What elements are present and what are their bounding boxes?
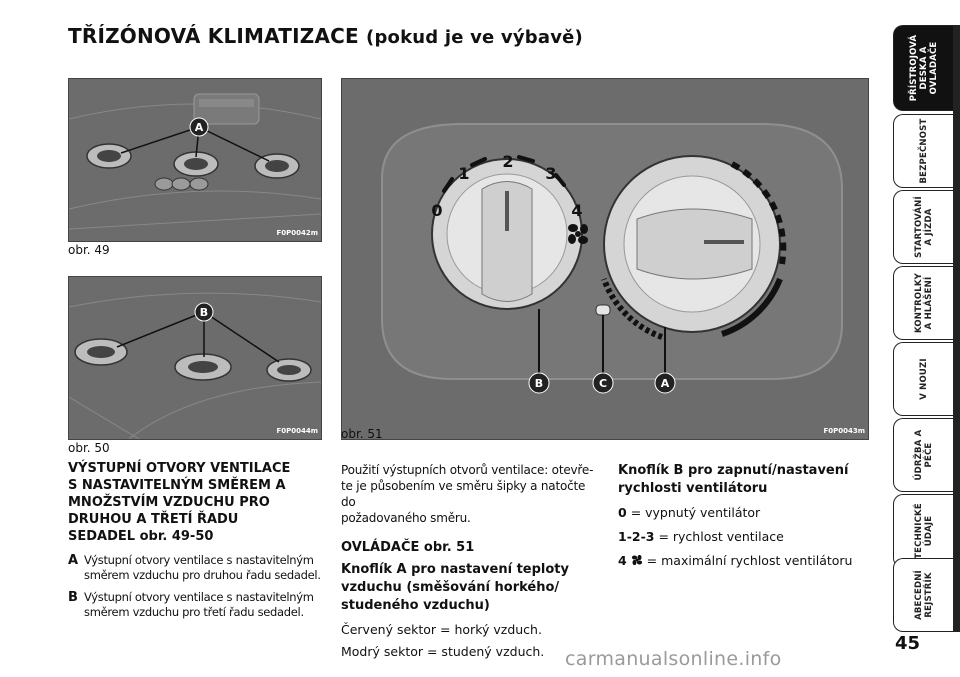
page-title: TŘÍZÓNOVÁ KLIMATIZACE (pokud je ve výbav… [68, 24, 583, 48]
page-title-main: TŘÍZÓNOVÁ KLIMATIZACE [68, 24, 359, 48]
knob-b-heading: rychlosti ventilátoru [618, 481, 768, 496]
page-title-suffix: (pokud je ve výbavě) [366, 27, 583, 48]
fig50-code: F0P0044m [276, 427, 318, 435]
fig49-marker: A [195, 121, 204, 134]
tab-udrzba[interactable]: ÚDRŽBA A PÉČE [893, 418, 953, 492]
fan-icon [568, 224, 588, 244]
list-item-a: A Výstupní otvory ventilace s nastaviteln… [68, 553, 330, 583]
tab-label: ÚDRŽBA A PÉČE [913, 429, 934, 481]
speed-key: 4 [618, 553, 627, 568]
speed-key: 0 [618, 505, 627, 520]
item-key: A [68, 553, 79, 568]
fig49-label: obr. 49 [68, 243, 110, 257]
fig51-label: obr. 51 [341, 427, 383, 441]
speed-row: 1-2-3 = rychlost ventilace [618, 528, 878, 546]
speed-row: 4 = maximální rychlost ventilátoru [618, 552, 878, 570]
dial-number-2: 2 [502, 152, 513, 171]
middle-column: Použití výstupních otvorů ventilace: ote… [341, 462, 603, 661]
item-desc: Výstupní otvory ventilace s nastavitelný… [84, 553, 314, 567]
knob-a-heading: Knoflík A pro nastavení teploty [341, 562, 569, 577]
fig51-code: F0P0043m [823, 427, 865, 435]
left-heading-line: SEDADEL obr. 49-50 [68, 529, 214, 544]
speed-text: = vypnutý ventilátor [630, 505, 761, 520]
section-heading: OVLÁDAČE obr. 51 [341, 540, 475, 555]
intro-line: Použití výstupních otvorů ventilace: ote… [341, 463, 594, 477]
tab-label: PŘÍSTROJOVÁ DESKA A OVLADAČE [908, 34, 939, 102]
intro-line: te je působením ve směru šipky a natočte… [341, 479, 586, 509]
fig51-marker-a: A [661, 377, 670, 390]
knob-a-heading: vzduchu (směšování horkého/ [341, 580, 560, 595]
page-number: 45 [895, 633, 921, 654]
item-key: B [68, 590, 78, 605]
tab-label: KONTROLKY A HLÁŠENÍ [913, 272, 934, 334]
dial-number-1: 1 [458, 164, 469, 183]
speed-key: 1-2-3 [618, 529, 655, 544]
item-desc: směrem vzduchu pro druhou řadu sedadel. [84, 568, 321, 582]
item-desc: Výstupní otvory ventilace s nastavitelný… [84, 590, 314, 604]
tab-edge [953, 25, 960, 632]
intro-line: požadovaného směru. [341, 511, 471, 525]
tab-technicke-udaje[interactable]: TECHNICKÉ ÚDAJE [893, 494, 953, 568]
blue-sector-text: Modrý sektor = studený vzduch. [341, 644, 545, 659]
tab-label: TECHNICKÉ ÚDAJE [913, 503, 934, 559]
right-column: Knoflík B pro zapnutí/nastavení rychlost… [618, 462, 878, 570]
tab-label: ABECEDNÍ REJSTŘÍK [913, 570, 934, 620]
watermark: carmanualsonline.info [565, 648, 782, 670]
speed-text: = rychlost ventilace [658, 529, 784, 544]
knob-b-heading: Knoflík B pro zapnutí/nastavení [618, 463, 849, 478]
tab-kontrolky[interactable]: KONTROLKY A HLÁŠENÍ [893, 266, 953, 340]
figure-49: A [68, 78, 322, 242]
left-heading-line: MNOŽSTVÍM VZDUCHU PRO [68, 495, 270, 510]
tab-v-nouzi[interactable]: V NOUZI [893, 342, 953, 416]
speed-text: = maximální rychlost ventilátoru [646, 553, 853, 568]
fig50-label: obr. 50 [68, 441, 110, 455]
fig51-marker-c: C [599, 377, 607, 390]
fig49-code: F0P0042m [276, 229, 318, 237]
tab-label: BEZPEČNOST [918, 118, 929, 184]
knob-a-heading: studeného vzduchu) [341, 598, 490, 613]
list-item-b: B Výstupní otvory ventilace s nastaviteln… [68, 590, 330, 620]
figure-51: 0 1 2 3 4 [341, 78, 869, 440]
tab-abecedni-rejstrik[interactable]: ABECEDNÍ REJSTŘÍK [893, 558, 953, 632]
fan-icon [631, 554, 642, 566]
left-heading-line: S NASTAVITELNÝM SMĚREM A [68, 478, 286, 493]
item-desc: směrem vzduchu pro třetí řadu sedadel. [84, 605, 304, 619]
dial-number-4: 4 [571, 201, 582, 220]
tab-startovani[interactable]: STARTOVÁNÍ A JÍZDA [893, 190, 953, 264]
tab-bezpecnost[interactable]: BEZPEČNOST [893, 114, 953, 188]
speed-row: 0 = vypnutý ventilátor [618, 504, 878, 522]
figure-50: B [68, 276, 322, 440]
fig51-marker-b: B [535, 377, 543, 390]
tab-label: V NOUZI [918, 358, 929, 400]
dial-number-0: 0 [431, 201, 442, 220]
left-heading-line: VÝSTUPNÍ OTVORY VENTILACE [68, 461, 291, 476]
dial-number-3: 3 [545, 164, 556, 183]
fig50-marker: B [200, 306, 208, 319]
red-sector-text: Červený sektor = horký vzduch. [341, 622, 542, 637]
tab-pristrojova-deska[interactable]: PŘÍSTROJOVÁ DESKA A OVLADAČE [893, 25, 953, 111]
left-heading: VÝSTUPNÍ OTVORY VENTILACE S NASTAVITELNÝ… [68, 460, 328, 545]
left-heading-line: DRUHOU A TŘETÍ ŘADU [68, 512, 239, 527]
tab-label: STARTOVÁNÍ A JÍZDA [913, 196, 934, 258]
